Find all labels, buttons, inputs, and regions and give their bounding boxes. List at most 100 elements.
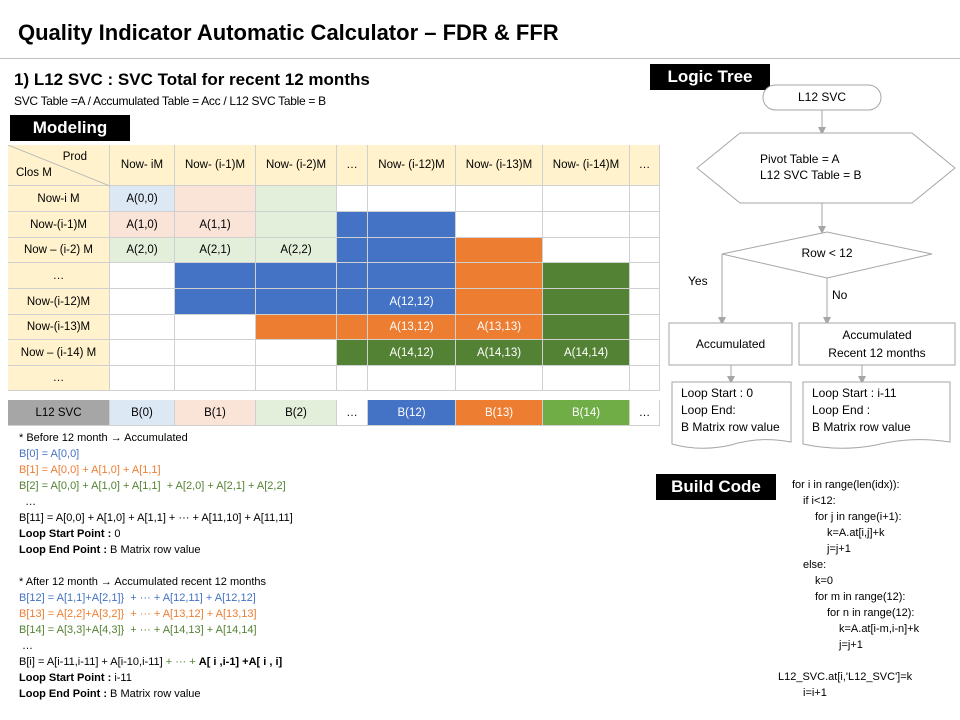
formula-segment: 0 xyxy=(114,528,121,540)
result-cell: B(2) xyxy=(256,400,337,426)
formula-segment: B Matrix row value xyxy=(110,544,201,556)
column-header: Now- (i-13)M xyxy=(456,145,543,186)
formula-segment: A[ i ,i-1] +A[ i , i] xyxy=(198,656,283,668)
matrix-cell xyxy=(456,263,543,289)
matrix-cell xyxy=(256,263,337,289)
matrix-cell xyxy=(456,186,543,212)
formula-line: B[2] = A[0,0] + A[1,0] + A[1,1] + A[2,0]… xyxy=(19,480,286,492)
yes-label: Yes xyxy=(688,274,708,288)
formula-line: * After 12 month → Accumulated recent 12… xyxy=(19,576,266,588)
modeling-label: Modeling xyxy=(10,115,130,141)
matrix-cell: A(13,13) xyxy=(456,315,543,340)
formula-segment: Loop End Point : xyxy=(19,688,111,700)
formula-segment: Loop Start Point : xyxy=(19,528,115,540)
matrix-cell: A(2,1) xyxy=(175,238,256,263)
accumulated-box xyxy=(668,322,793,366)
column-header: … xyxy=(630,145,660,186)
formula-segment: i-11 xyxy=(114,672,132,684)
result-cell: B(14) xyxy=(543,400,630,426)
matrix-cell xyxy=(456,289,543,315)
matrix-cell xyxy=(368,366,456,391)
row-header: Now – (i-2) M xyxy=(8,238,110,263)
row-header: … xyxy=(8,366,110,391)
column-header: Now- (i-1)M xyxy=(175,145,256,186)
matrix-cell xyxy=(337,263,368,289)
doc-line: B Matrix row value xyxy=(812,420,911,434)
matrix-cell: A(14,12) xyxy=(368,340,456,366)
matrix-cell xyxy=(543,186,630,212)
matrix-cell: A(1,1) xyxy=(175,212,256,238)
matrix-cell xyxy=(110,340,175,366)
matrix-cell xyxy=(110,289,175,315)
matrix-cell xyxy=(543,263,630,289)
matrix-cell xyxy=(630,366,660,391)
page-title: Quality Indicator Automatic Calculator –… xyxy=(18,20,559,45)
formula-line: B[13] = A[2,2]+A[3,2]} + ··· + A[13,12] … xyxy=(19,608,257,620)
row-header: Now-(i-1)M xyxy=(8,212,110,238)
column-header: … xyxy=(337,145,368,186)
matrix-cell xyxy=(368,238,456,263)
matrix-cell xyxy=(110,366,175,391)
formula-line: … xyxy=(19,496,36,508)
matrix-cell: A(1,0) xyxy=(110,212,175,238)
formula-line: * Before 12 month → Accumulated xyxy=(19,432,188,444)
matrix-cell xyxy=(630,289,660,315)
code-line: for n in range(12): xyxy=(827,607,915,619)
formula-segment: Loop Start Point : xyxy=(19,672,115,684)
row-header: … xyxy=(8,263,110,289)
formula-segment: * After 12 month → Accumulated recent 12… xyxy=(19,576,267,588)
matrix-cell xyxy=(543,238,630,263)
code-line: else: xyxy=(803,559,827,571)
formula-segment: B[11] = A[0,0] + A[1,0] + A[1,1] + ··· +… xyxy=(19,512,293,524)
doc-line: Loop End : xyxy=(812,403,871,417)
column-header: Now- (i-2)M xyxy=(256,145,337,186)
formula-segment: B[1] = A[0,0] + A[1,0] + A[1,1] xyxy=(19,464,161,476)
matrix-cell xyxy=(110,263,175,289)
section-heading: 1) L12 SVC : SVC Total for recent 12 mon… xyxy=(14,70,370,89)
formula-segment: B[0] = A[0,0] xyxy=(19,448,80,460)
row-header: Now-(i-13)M xyxy=(8,315,110,340)
left-document xyxy=(671,381,792,449)
result-cell: B(1) xyxy=(175,400,256,426)
result-cell: B(12) xyxy=(368,400,456,426)
init-line1: Pivot Table = A xyxy=(760,152,840,166)
row-header: Now-i M xyxy=(8,186,110,212)
code-line: L12_SVC.at[i,'L12_SVC']=k xyxy=(778,671,913,683)
matrix-cell xyxy=(175,186,256,212)
init-hexagon xyxy=(696,132,956,204)
matrix-cell: A(14,14) xyxy=(543,340,630,366)
code-line: for j in range(i+1): xyxy=(815,511,902,523)
formula-segment: … xyxy=(19,640,34,652)
matrix-cell xyxy=(456,366,543,391)
build-code-label: Build Code xyxy=(656,474,776,500)
matrix-cell xyxy=(368,212,456,238)
no-label: No xyxy=(832,288,848,302)
code-line: k=0 xyxy=(815,575,834,587)
logic-tree-label: Logic Tree xyxy=(650,64,770,90)
matrix-cell xyxy=(337,212,368,238)
result-cell: … xyxy=(630,400,660,426)
formula-line: Loop Start Point : i-11 xyxy=(19,672,132,684)
decision-diamond xyxy=(721,231,933,279)
matrix-cell xyxy=(630,238,660,263)
matrix-cell xyxy=(256,212,337,238)
code-line: j=j+1 xyxy=(839,639,863,651)
matrix-cell xyxy=(337,289,368,315)
formula-line: Loop End Point : B Matrix row value xyxy=(19,688,201,700)
doc-line: Loop Start : i-11 xyxy=(812,386,897,400)
decision-label: Row < 12 xyxy=(801,246,853,260)
formula-segment: … xyxy=(19,496,37,508)
doc-line: Loop Start : 0 xyxy=(681,386,754,400)
accumulated-label: Accumulated xyxy=(695,337,766,351)
matrix-cell xyxy=(456,238,543,263)
formula-line: … xyxy=(19,640,33,652)
matrix-cell xyxy=(256,366,337,391)
formula-segment: * Before 12 month → Accumulated xyxy=(19,432,188,444)
right-document xyxy=(802,381,951,449)
formula-segment: B Matrix row value xyxy=(110,688,201,700)
matrix-cell xyxy=(630,186,660,212)
matrix-cell xyxy=(543,315,630,340)
column-header: Now- iM xyxy=(110,145,175,186)
